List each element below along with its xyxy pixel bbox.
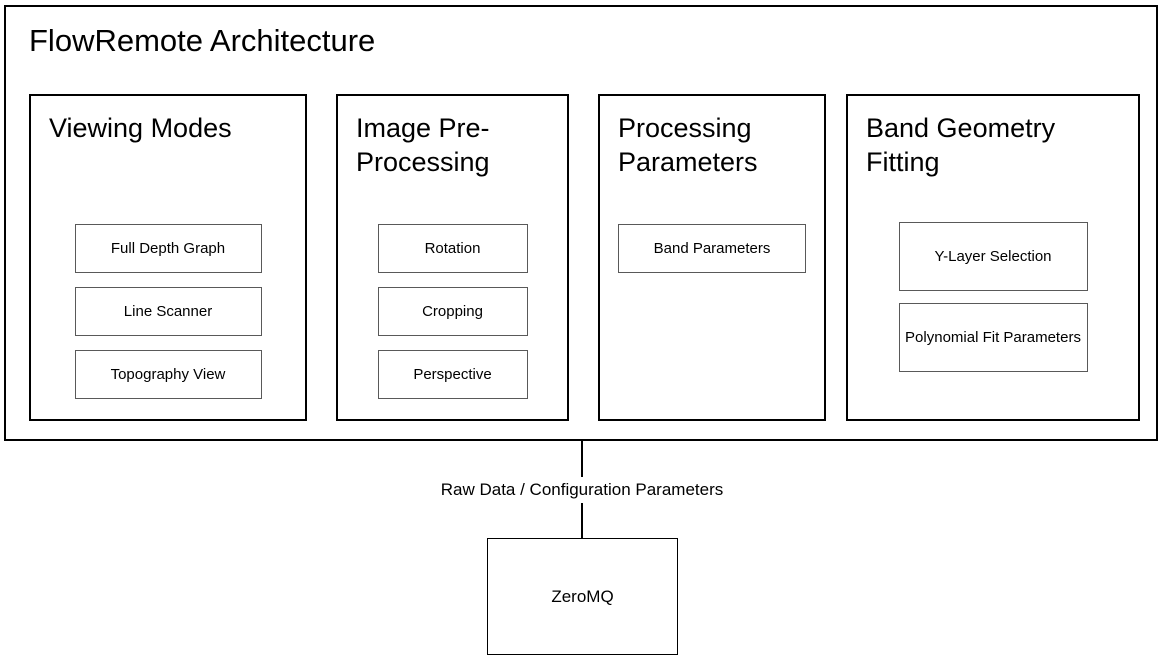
group-columns: Viewing Modes Full Depth Graph Line Scan…	[29, 94, 1140, 421]
item-label: Topography View	[110, 366, 226, 383]
page-title: FlowRemote Architecture	[29, 23, 376, 58]
group-items-processing-parameters: Band Parameters	[600, 224, 824, 287]
group-items-band-geometry-fitting: Y-Layer Selection Polynomial Fit Paramet…	[848, 222, 1138, 384]
zeromq-label: ZeroMQ	[551, 587, 614, 606]
group-items-viewing-modes: Full Depth Graph Line Scanner Topography…	[31, 224, 305, 413]
item-label: Y-Layer Selection	[934, 248, 1052, 265]
group-band-geometry-fitting: Band Geometry Fitting Y-Layer Selection …	[846, 94, 1140, 421]
item-cropping[interactable]: Cropping	[377, 287, 528, 336]
group-title-processing-parameters: Processing Parameters	[618, 113, 758, 177]
group-items-image-pre-processing: Rotation Cropping Perspective	[338, 224, 567, 413]
architecture-container: FlowRemote Architecture Viewing Modes Fu…	[4, 5, 1158, 441]
group-title-image-pre-processing: Image Pre-Processing	[356, 113, 490, 177]
item-label: Cropping	[422, 303, 483, 320]
item-line-scanner[interactable]: Line Scanner	[74, 287, 262, 336]
item-polynomial-fit-parameters[interactable]: Polynomial Fit Parameters	[898, 303, 1088, 372]
group-title-band-geometry-fitting: Band Geometry Fitting	[866, 113, 1056, 177]
group-title-viewing-modes: Viewing Modes	[49, 113, 232, 143]
item-label: Full Depth Graph	[110, 240, 226, 257]
group-processing-parameters: Processing Parameters Band Parameters	[598, 94, 826, 421]
group-viewing-modes: Viewing Modes Full Depth Graph Line Scan…	[29, 94, 307, 421]
item-perspective[interactable]: Perspective	[377, 350, 528, 399]
item-full-depth-graph[interactable]: Full Depth Graph	[74, 224, 262, 273]
item-topography-view[interactable]: Topography View	[74, 350, 262, 399]
item-band-parameters[interactable]: Band Parameters	[618, 224, 806, 273]
zeromq-node[interactable]: ZeroMQ	[487, 538, 678, 655]
item-label: Line Scanner	[123, 303, 213, 320]
item-y-layer-selection[interactable]: Y-Layer Selection	[898, 222, 1088, 291]
item-label: Polynomial Fit Parameters	[905, 329, 1081, 346]
item-label: Band Parameters	[653, 240, 771, 257]
connector-label: Raw Data / Configuration Parameters	[396, 477, 768, 503]
item-label: Rotation	[424, 240, 481, 257]
group-image-pre-processing: Image Pre-Processing Rotation Cropping P…	[336, 94, 569, 421]
item-rotation[interactable]: Rotation	[377, 224, 528, 273]
item-label: Perspective	[413, 366, 492, 383]
